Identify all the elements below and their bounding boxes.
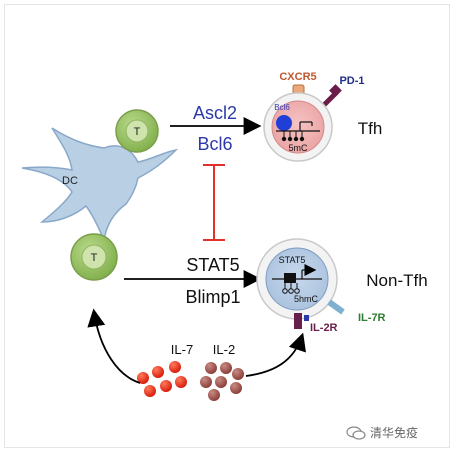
factor-bcl6: Bcl6 — [197, 134, 232, 154]
mutual-inhibition — [203, 164, 225, 241]
watermark-text: 清华免疫 — [370, 426, 419, 440]
hydroxymethylation-marks — [282, 283, 300, 294]
il2-cytokine-cluster: IL-2 — [200, 342, 244, 401]
il2r-subunit — [304, 315, 309, 321]
methylation-marks — [281, 131, 305, 142]
figure-frame — [4, 4, 450, 448]
factor-stat5: STAT5 — [186, 255, 239, 275]
il7-to-tcell-arrow — [87, 308, 141, 384]
pd1-receptor — [321, 84, 342, 108]
il7-label: IL-7 — [171, 342, 193, 357]
nontfh-cell: STAT5 5hmC IL-7R IL-2R Non-Tfh — [256, 238, 428, 334]
tfh-gene-label: Bcl6 — [274, 103, 290, 112]
chat-bubble-icon — [346, 425, 366, 440]
watermark: 清华免疫 — [346, 424, 418, 441]
factor-blimp1: Blimp1 — [185, 287, 240, 307]
nontfh-mark-label: 5hmC — [294, 294, 319, 304]
factor-ascl2: Ascl2 — [193, 103, 237, 123]
tfh-differentiation-arrow: Ascl2 Bcl6 — [170, 103, 262, 154]
nontfh-label: Non-Tfh — [366, 271, 427, 290]
il2r-label: IL-2R — [310, 322, 338, 334]
il2-to-nontfh-arrow — [245, 332, 306, 377]
t-cell-lower-label: T — [91, 252, 98, 264]
tfh-cell: CXCR5 PD-1 Bcl6 5mC Tfh — [263, 71, 383, 162]
nontfh-gene-label: STAT5 — [279, 255, 306, 265]
il7r-receptor — [327, 299, 345, 315]
t-cell-lower: T — [70, 233, 118, 281]
pd1-label: PD-1 — [339, 75, 364, 87]
t-cell-upper: T — [115, 109, 159, 153]
nontfh-differentiation-arrow: STAT5 Blimp1 — [124, 255, 262, 307]
bcl6-gene-marker — [276, 115, 292, 131]
il7-cytokine-cluster: IL-7 — [137, 342, 193, 397]
il2r-receptor — [294, 313, 302, 329]
il7r-label: IL-7R — [358, 312, 386, 324]
tfh-label: Tfh — [358, 119, 383, 138]
cxcr5-label: CXCR5 — [279, 71, 316, 83]
dc-label: DC — [62, 175, 78, 187]
il2-label: IL-2 — [213, 342, 235, 357]
stat5-gene-marker — [284, 273, 296, 283]
t-cell-upper-label: T — [134, 126, 141, 138]
tfh-mark-label: 5mC — [288, 143, 308, 153]
